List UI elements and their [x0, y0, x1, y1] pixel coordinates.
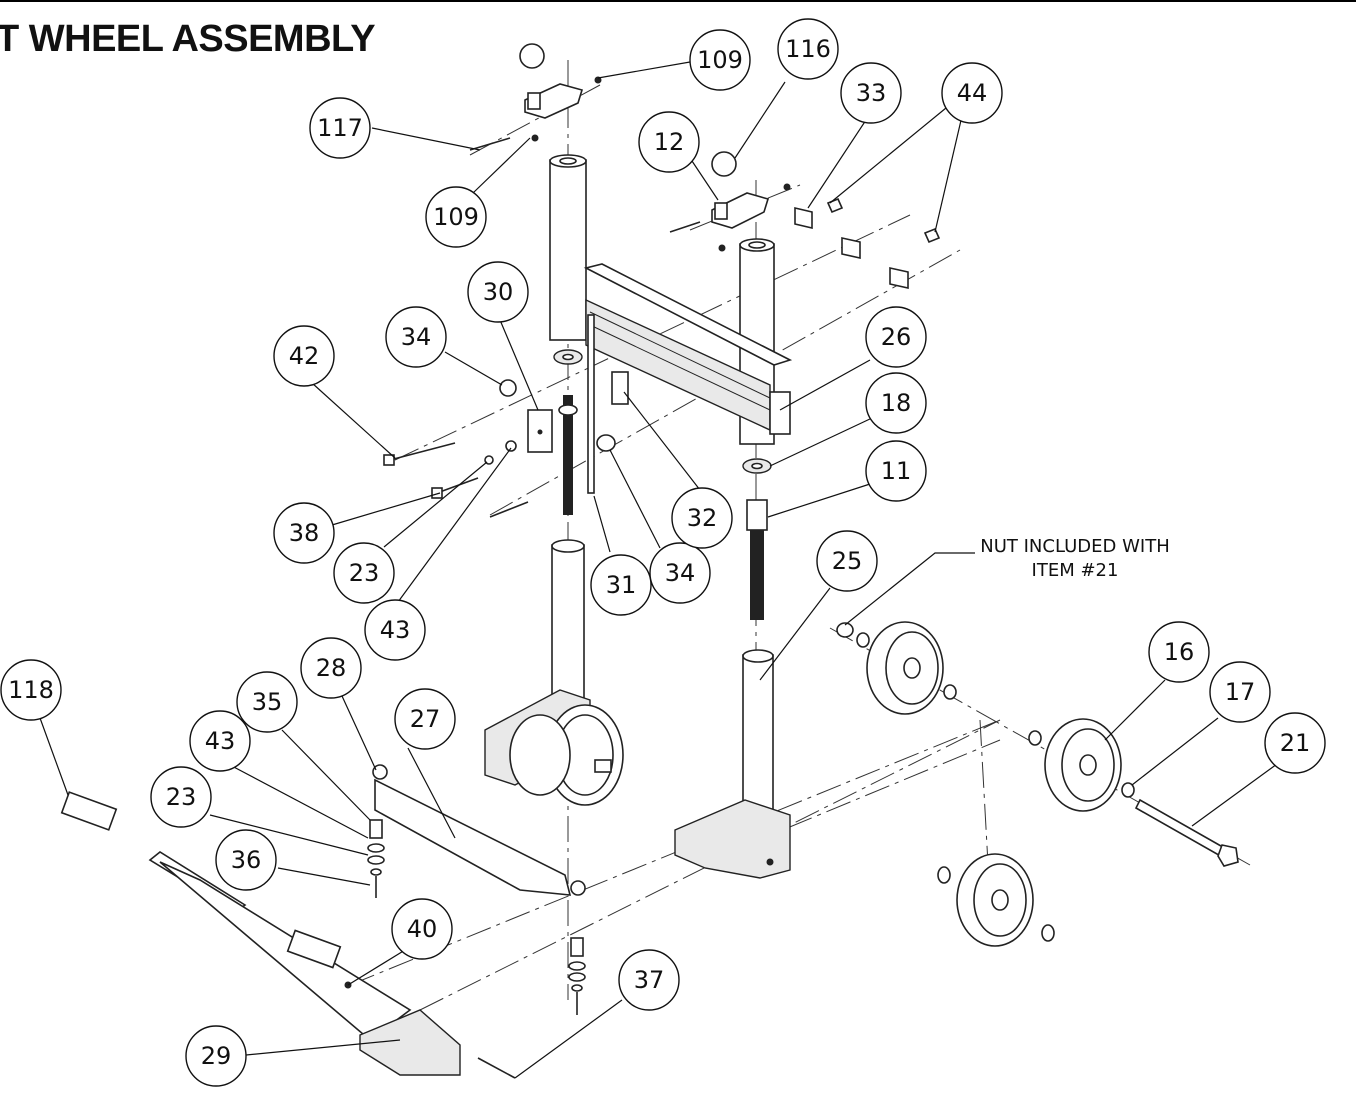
balloon-27: 27: [394, 688, 456, 750]
balloon-118: 118: [0, 659, 62, 721]
balloon-43-upper: 43: [364, 599, 426, 661]
top-border-line: [0, 0, 1356, 2]
balloon-29: 29: [185, 1025, 247, 1087]
balloon-26-label: 26: [881, 323, 912, 351]
balloon-11-label: 11: [881, 457, 912, 485]
balloon-43-upper-label: 43: [380, 616, 411, 644]
balloon-43-lower-label: 43: [205, 727, 236, 755]
balloon-25-label: 25: [832, 547, 863, 575]
bearing-left: [553, 349, 583, 365]
balloon-109-lower: 109: [425, 186, 487, 248]
bolts-42-38: [383, 442, 529, 518]
balloon-36: 36: [215, 829, 277, 891]
base-bracket-right: [674, 799, 791, 879]
balloon-32-label: 32: [687, 504, 718, 532]
arm-27: [372, 764, 586, 896]
balloon-11: 11: [865, 440, 927, 502]
pin-31: [587, 314, 595, 494]
balloon-35: 35: [236, 671, 298, 733]
balloon-109-top: 109: [689, 29, 751, 91]
wheel-exploded-1: [836, 621, 957, 715]
balloon-35-label: 35: [252, 688, 283, 716]
tube-left-lower: [551, 539, 585, 701]
page-title: T WHEEL ASSEMBLY: [0, 18, 376, 60]
balloon-40-label: 40: [407, 915, 438, 943]
balloon-16-label: 16: [1164, 638, 1195, 666]
fastener-stack-left: [367, 819, 385, 898]
balloon-37: 37: [618, 949, 680, 1011]
balloon-28-label: 28: [316, 654, 347, 682]
threaded-rod-right: [746, 499, 768, 620]
caster-assembly-left: [484, 689, 624, 806]
note-line-2: ITEM #21: [1031, 560, 1119, 581]
balloon-29-label: 29: [201, 1042, 232, 1070]
balloon-27-label: 27: [410, 705, 441, 733]
balloon-31: 31: [590, 554, 652, 616]
axle-bolt-21: [1134, 798, 1239, 867]
balloon-44-label: 44: [957, 79, 988, 107]
balloon-16: 16: [1148, 621, 1210, 683]
balloon-43-lower: 43: [189, 710, 251, 772]
balloon-33: 33: [840, 62, 902, 124]
note-line-1: NUT INCLUDED WITH: [980, 536, 1170, 557]
pivot-cap-left: [519, 43, 602, 142]
balloon-116: 116: [777, 18, 839, 80]
balloon-109-top-label: 109: [697, 46, 743, 74]
callout-note: NUT INCLUDED WITH ITEM #21: [960, 535, 1190, 583]
balloon-34-lower: 34: [649, 542, 711, 604]
wheel-exploded-3: [937, 853, 1055, 947]
balloon-38: 38: [273, 502, 335, 564]
balloon-17: 17: [1209, 661, 1271, 723]
crossbar-frame: [583, 263, 793, 435]
balloon-42-label: 42: [289, 342, 320, 370]
balloon-23-lower: 23: [150, 766, 212, 828]
balloon-31-label: 31: [606, 571, 637, 599]
fastener-stack-right: [568, 937, 586, 1015]
tube-left-upper: [549, 154, 587, 341]
balloon-26: 26: [865, 306, 927, 368]
balloon-34-upper-label: 34: [401, 323, 432, 351]
grip-118: [60, 791, 118, 831]
balloon-117: 117: [309, 97, 371, 159]
balloon-30: 30: [467, 261, 529, 323]
balloon-32: 32: [671, 487, 733, 549]
threaded-rod-left: [558, 395, 578, 515]
balloon-17-label: 17: [1225, 678, 1256, 706]
balloon-38-label: 38: [289, 519, 320, 547]
balloon-18: 18: [865, 372, 927, 434]
balloon-12-label: 12: [654, 128, 685, 156]
tube-right-lower: [742, 649, 774, 816]
balloon-28: 28: [300, 637, 362, 699]
clamp-bracket-30: [527, 409, 553, 453]
plate-32: [611, 371, 629, 405]
balloon-30-label: 30: [483, 278, 514, 306]
balloon-33-label: 33: [856, 79, 887, 107]
balloon-116-label: 116: [785, 35, 831, 63]
balloon-117-label: 117: [317, 114, 363, 142]
balloon-36-label: 36: [231, 846, 262, 874]
balloon-23-lower-label: 23: [166, 783, 197, 811]
balloon-37-label: 37: [634, 966, 665, 994]
leader-lines: [39, 61, 1278, 1079]
balloon-34-upper: 34: [385, 306, 447, 368]
wheel-exploded-2: [1028, 718, 1135, 812]
balloon-42: 42: [273, 325, 335, 387]
balloon-21-label: 21: [1280, 729, 1311, 757]
clamp-blocks-33: [794, 197, 941, 289]
balloon-109-lower-label: 109: [433, 203, 479, 231]
balloon-40: 40: [391, 898, 453, 960]
handle-29: [148, 851, 461, 1076]
balloon-25: 25: [816, 530, 878, 592]
balloon-23-upper-label: 23: [349, 559, 380, 587]
balloon-12: 12: [638, 111, 700, 173]
pivot-cap-right: [469, 137, 791, 252]
balloon-18-label: 18: [881, 389, 912, 417]
balloon-23-upper: 23: [333, 542, 395, 604]
balloon-44: 44: [941, 62, 1003, 124]
balloon-34-lower-label: 34: [665, 559, 696, 587]
balloon-118-label: 118: [8, 676, 54, 704]
balloon-21: 21: [1264, 712, 1326, 774]
bearing-right: [742, 458, 772, 474]
